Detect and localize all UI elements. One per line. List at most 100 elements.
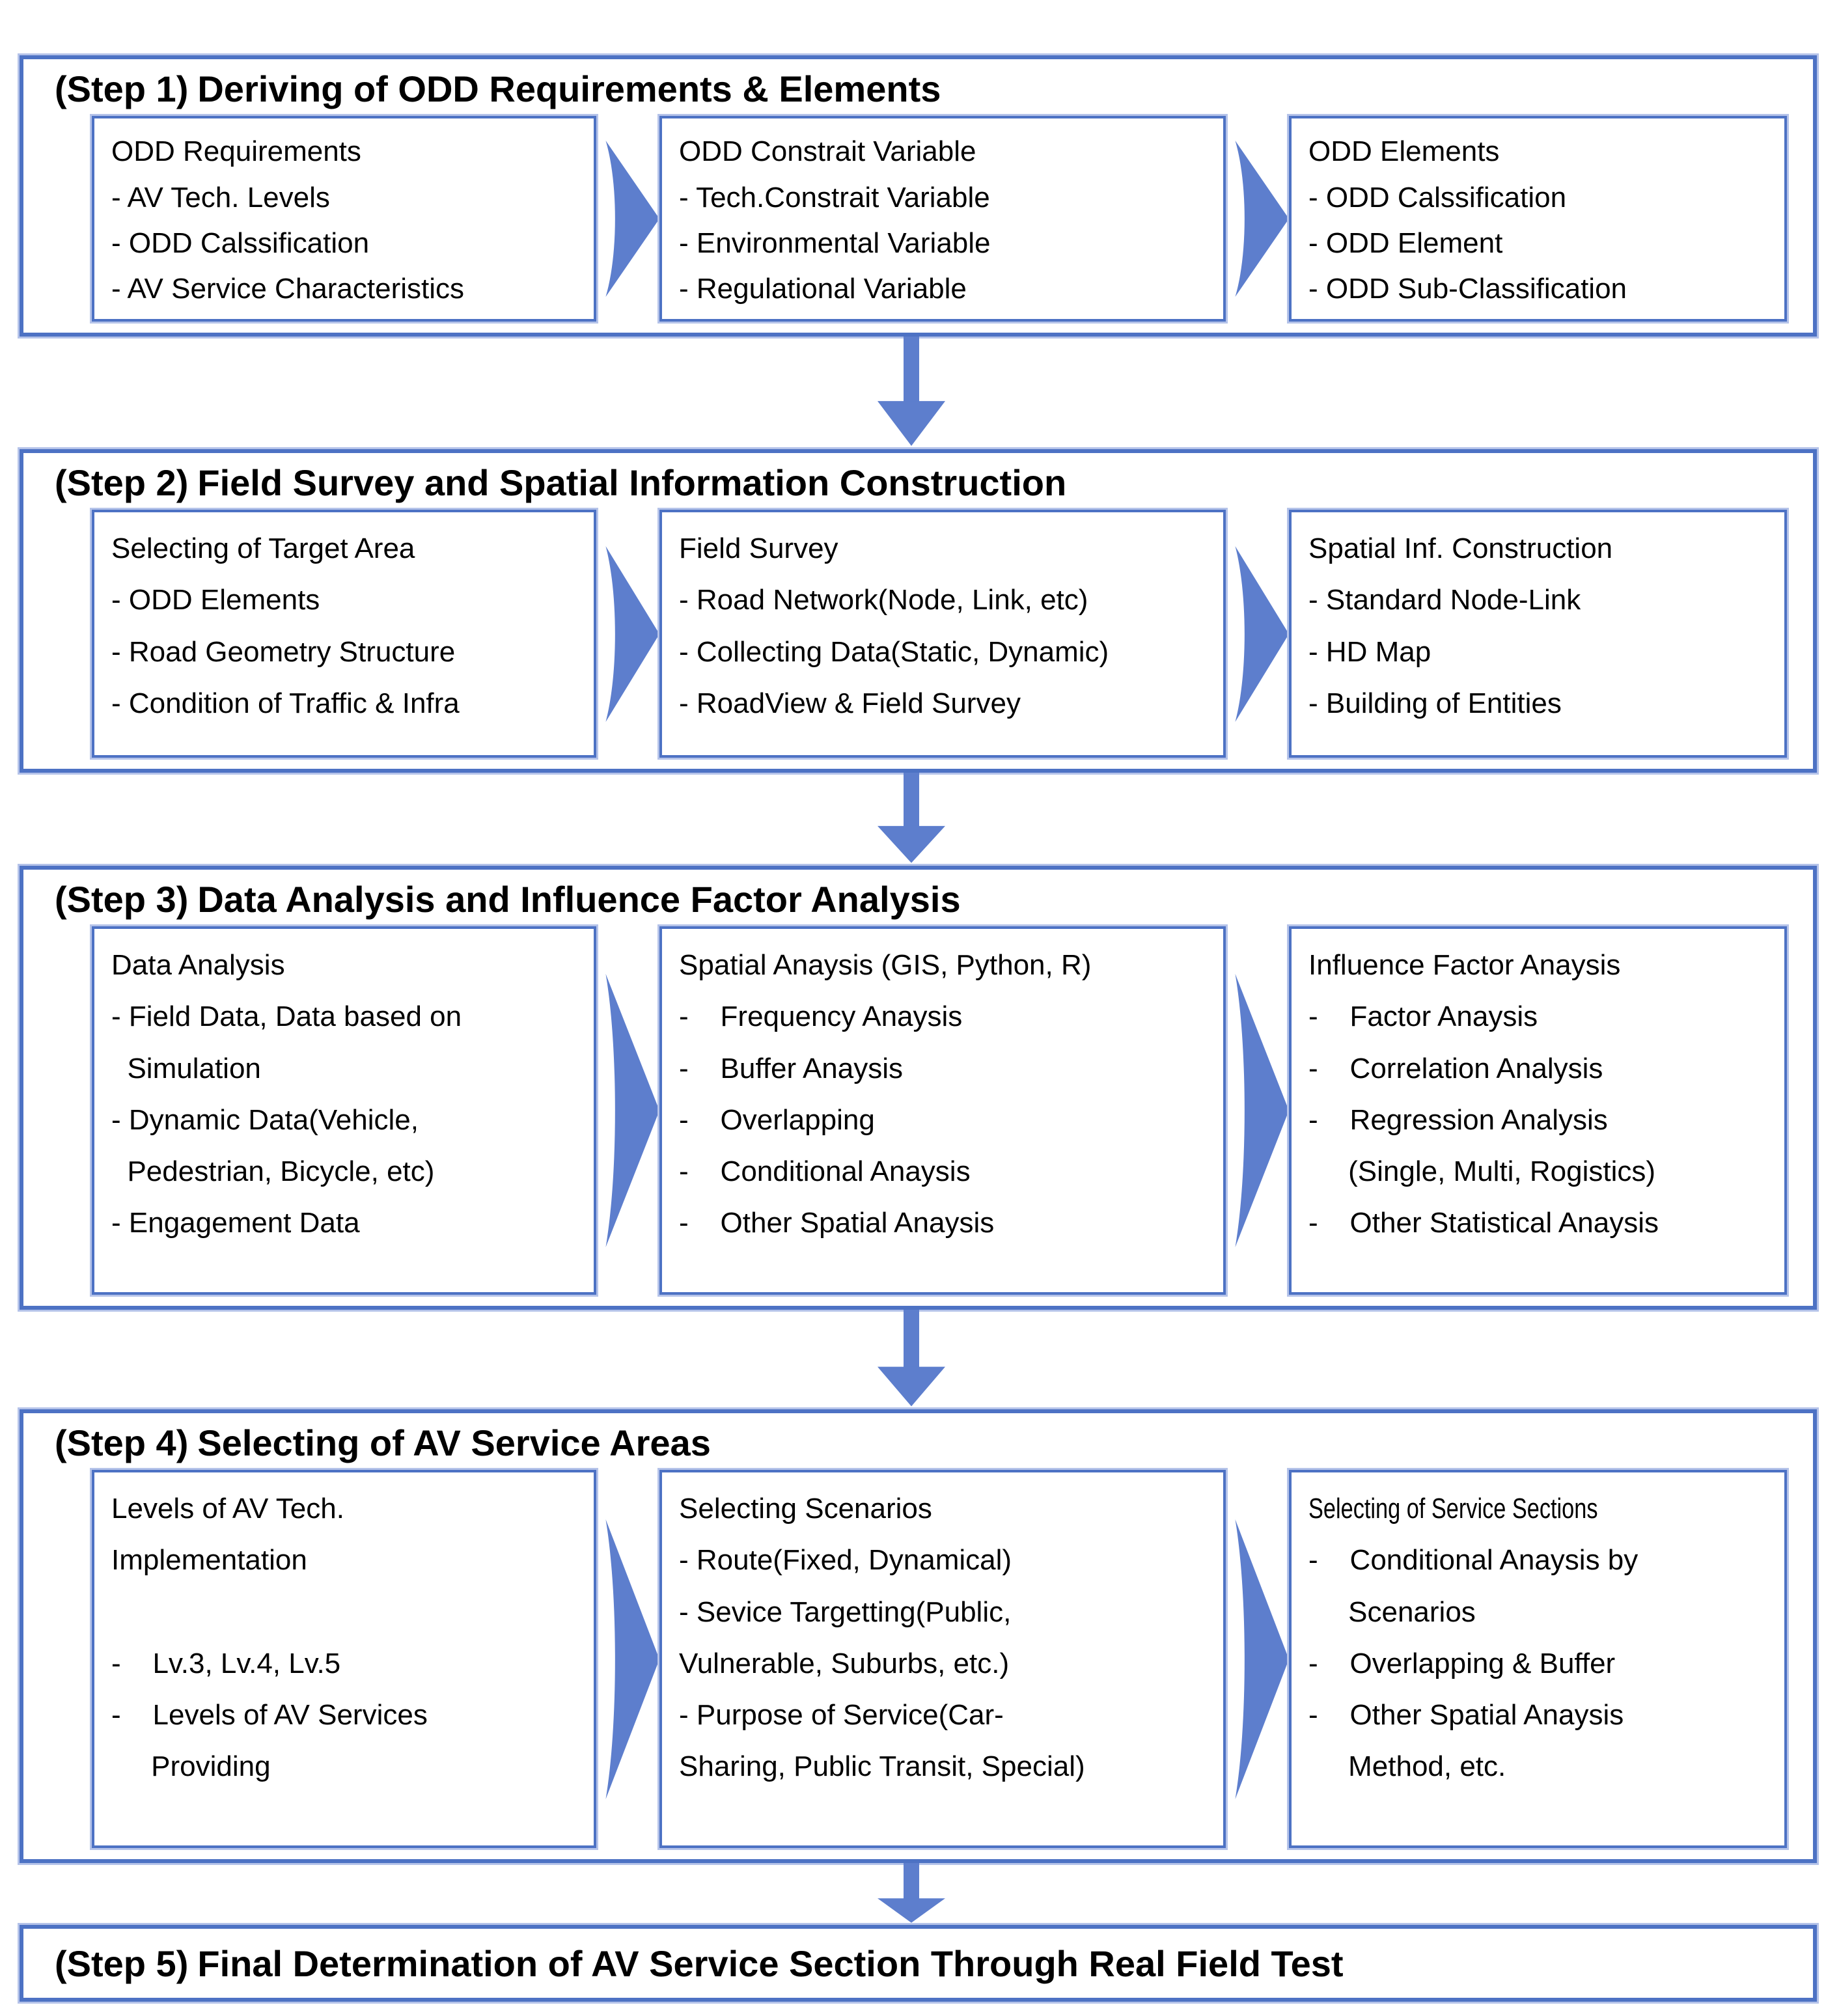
right-arrow-icon <box>1226 545 1289 722</box>
step-1-panel: (Step 1)Deriving of ODD Requirements & E… <box>20 55 1817 337</box>
down-arrow-icon <box>872 1863 950 1924</box>
step-2-panel: (Step 2)Field Survey and Spatial Informa… <box>20 449 1817 773</box>
step-1-boxes-row: ODD Requirements - AV Tech. Levels - ODD C… <box>23 111 1813 322</box>
step1-box2: ODD Constrait Variable - Tech.Constrait V… <box>659 116 1226 322</box>
list-line: Spatial Inf. Construction <box>1308 532 1613 565</box>
list-line: Levels of AV Tech. <box>111 1493 344 1525</box>
step-1-title: (Step 1)Deriving of ODD Requirements & E… <box>23 59 1813 111</box>
right-arrow-icon <box>1226 1519 1289 1799</box>
step-5-title: (Step 5)Final Determination of AV Servic… <box>23 1929 1813 1985</box>
list-line <box>111 1586 577 1638</box>
step3-box2: Spatial Anaysis (GIS, Python, R) - Freque… <box>659 926 1226 1295</box>
list-line: - Correlation Analysis <box>1308 1052 1603 1084</box>
step3-box1: Data Analysis - Field Data, Data based on… <box>92 926 596 1295</box>
list-line: - Frequency Anaysis <box>679 1001 963 1033</box>
right-arrow-icon <box>1226 974 1289 1248</box>
list-line: - Lv.3, Lv.4, Lv.5 <box>111 1647 341 1679</box>
list-line: Sharing, Public Transit, Special) <box>679 1750 1085 1783</box>
list-line: Providing <box>111 1750 271 1783</box>
list-line: - Collecting Data(Static, Dynamic) <box>679 635 1109 668</box>
list-line: ODD Requirements <box>111 135 361 168</box>
list-line: - Levels of AV Services <box>111 1698 428 1731</box>
list-line: Selecting of Target Area <box>111 532 415 565</box>
step-2-title-text: Field Survey and Spatial Information Con… <box>197 462 1067 503</box>
list-line: - Other Spatial Anaysis <box>679 1207 995 1239</box>
list-line: Pedestrian, Bicycle, etc) <box>111 1155 435 1187</box>
step1-box3: ODD Elements - ODD Calssification - ODD El… <box>1289 116 1787 322</box>
down-arrow-icon <box>872 773 950 865</box>
list-line: - AV Tech. Levels <box>111 181 330 214</box>
step-4-title: (Step 4)Selecting of AV Service Areas <box>23 1413 1813 1465</box>
step2-box1: Selecting of Target Area - ODD Elements - … <box>92 510 596 758</box>
list-line: Data Analysis <box>111 949 285 982</box>
list-line: - Conditional Anaysis <box>679 1155 971 1187</box>
down-arrow-icon <box>872 337 950 449</box>
list-line: - ODD Sub-Classification <box>1308 273 1627 305</box>
right-arrow-icon <box>597 545 659 722</box>
step-4-boxes-row: Levels of AV Tech. Implementation - Lv.3,… <box>23 1465 1813 1849</box>
list-line: Selecting Scenarios <box>679 1493 932 1525</box>
list-line: - ODD Element <box>1308 227 1503 259</box>
list-line: - Regulational Variable <box>679 273 967 305</box>
list-line: Simulation <box>111 1052 261 1084</box>
step-4-panel: (Step 4)Selecting of AV Service Areas Le… <box>20 1409 1817 1863</box>
list-line: - Other Spatial Anaysis <box>1308 1698 1624 1731</box>
list-line: Influence Factor Anaysis <box>1308 949 1621 982</box>
list-line: Method, etc. <box>1308 1750 1506 1783</box>
step-3-title-text: Data Analysis and Influence Factor Analy… <box>197 879 961 920</box>
step2-box3: Spatial Inf. Construction - Standard Node… <box>1289 510 1787 758</box>
list-line: - ODD Calssification <box>111 227 370 259</box>
step-2-tag: (Step 2) <box>55 462 189 503</box>
list-line: - Factor Anaysis <box>1308 1001 1538 1033</box>
list-line: Scenarios <box>1308 1595 1476 1628</box>
step-1-tag: (Step 1) <box>55 68 189 109</box>
step-4-title-text: Selecting of AV Service Areas <box>197 1422 711 1463</box>
list-line: - Overlapping & Buffer <box>1308 1647 1616 1679</box>
right-arrow-icon <box>1226 141 1289 297</box>
step-3-title: (Step 3)Data Analysis and Influence Fact… <box>23 870 1813 921</box>
list-line: - ODD Elements <box>111 584 320 616</box>
right-arrow-icon <box>597 1519 659 1799</box>
list-line: Selecting of Service Sections <box>1308 1493 1598 1525</box>
step3-box3: Influence Factor Anaysis - Factor Anaysis… <box>1289 926 1787 1295</box>
list-line: ODD Elements <box>1308 135 1500 168</box>
list-line: ODD Constrait Variable <box>679 135 976 168</box>
list-line: - Road Network(Node, Link, etc) <box>679 584 1088 616</box>
right-arrow-icon <box>597 141 659 297</box>
list-line: - Purpose of Service(Car- <box>679 1698 1004 1731</box>
list-line: - Sevice Targetting(Public, <box>679 1595 1012 1628</box>
list-line: - Buffer Anaysis <box>679 1052 904 1084</box>
step-2-title: (Step 2)Field Survey and Spatial Informa… <box>23 453 1813 504</box>
list-line: - Route(Fixed, Dynamical) <box>679 1544 1012 1577</box>
list-line: - Tech.Constrait Variable <box>679 181 990 214</box>
list-line: - Condition of Traffic & Infra <box>111 687 460 719</box>
step-5-tag: (Step 5) <box>55 1943 189 1984</box>
right-arrow-icon <box>597 974 659 1248</box>
list-line: - Dynamic Data(Vehicle, <box>111 1103 419 1136</box>
step-3-boxes-row: Data Analysis - Field Data, Data based on… <box>23 921 1813 1295</box>
list-line: Implementation <box>111 1544 307 1577</box>
list-line: - Field Data, Data based on <box>111 1001 462 1033</box>
list-line: - HD Map <box>1308 635 1431 668</box>
list-line: - Engagement Data <box>111 1207 360 1239</box>
step4-box1: Levels of AV Tech. Implementation - Lv.3,… <box>92 1470 596 1849</box>
list-line: - Conditional Anaysis by <box>1308 1544 1639 1577</box>
step-5-panel: (Step 5)Final Determination of AV Servic… <box>20 1925 1817 2002</box>
list-line: - Other Statistical Anaysis <box>1308 1207 1659 1239</box>
list-line: - Building of Entities <box>1308 687 1562 719</box>
list-line: - Standard Node-Link <box>1308 584 1581 616</box>
list-line: Field Survey <box>679 532 838 565</box>
step4-box3: Selecting of Service Sections - Condition… <box>1289 1470 1787 1849</box>
list-line: Spatial Anaysis (GIS, Python, R) <box>679 949 1092 982</box>
list-line: - ODD Calssification <box>1308 181 1567 214</box>
list-line: - AV Service Characteristics <box>111 273 465 305</box>
list-line: (Single, Multi, Rogistics) <box>1308 1155 1656 1187</box>
list-line: - Environmental Variable <box>679 227 991 259</box>
step1-box1: ODD Requirements - AV Tech. Levels - ODD C… <box>92 116 596 322</box>
list-line: - Regression Analysis <box>1308 1103 1608 1136</box>
step-3-tag: (Step 3) <box>55 879 189 920</box>
list-line: Vulnerable, Suburbs, etc.) <box>679 1647 1010 1679</box>
step-2-boxes-row: Selecting of Target Area - ODD Elements - … <box>23 504 1813 758</box>
step-1-title-text: Deriving of ODD Requirements & Elements <box>197 68 941 109</box>
step2-box2: Field Survey - Road Network(Node, Link, e… <box>659 510 1226 758</box>
